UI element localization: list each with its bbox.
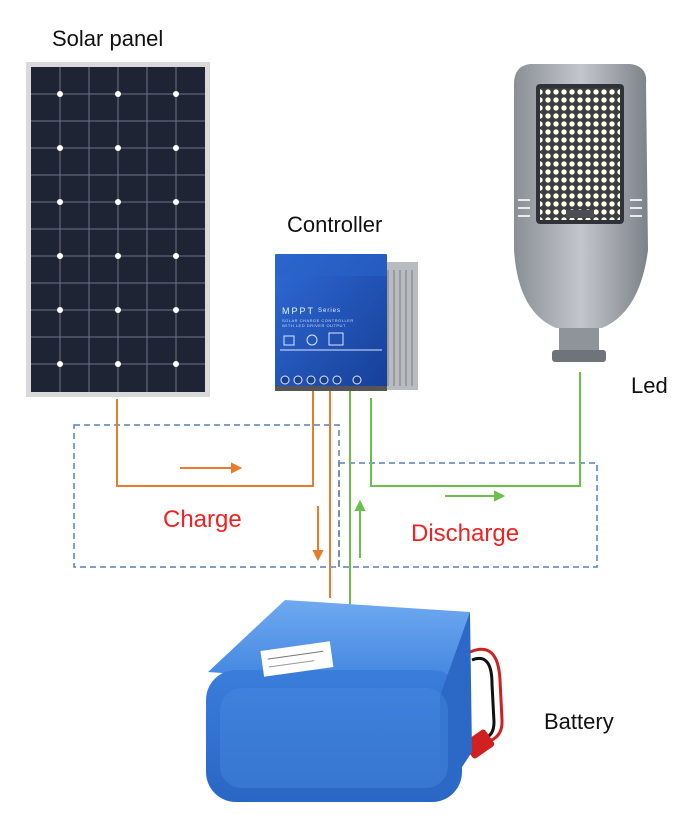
controller-series: Series <box>318 308 342 314</box>
led-label: Led <box>631 373 668 398</box>
battery-pack-icon <box>206 600 504 802</box>
discharge-wires <box>349 372 581 630</box>
arrow-icon <box>180 462 324 562</box>
controller-line-1: SOLAR CHARGE CONTROLLER <box>282 318 354 323</box>
battery-label: Battery <box>544 709 614 734</box>
discharge-label: Discharge <box>411 520 520 547</box>
controller-brand: MPPT <box>282 306 316 316</box>
solar-panel-icon <box>26 62 210 397</box>
charge-controller-icon <box>275 254 418 391</box>
arrow-icon <box>354 490 506 558</box>
street-led-lamp-icon <box>514 64 648 362</box>
solar-panel-label: Solar panel <box>52 26 164 51</box>
controller-line-2: WITH LED DRIVER OUTPUT <box>282 323 346 328</box>
charge-group-box <box>73 424 340 568</box>
charge-wires <box>116 390 331 598</box>
discharge-group-box <box>338 462 598 568</box>
controller-label: Controller <box>287 212 383 237</box>
charge-label: Charge <box>163 506 242 533</box>
